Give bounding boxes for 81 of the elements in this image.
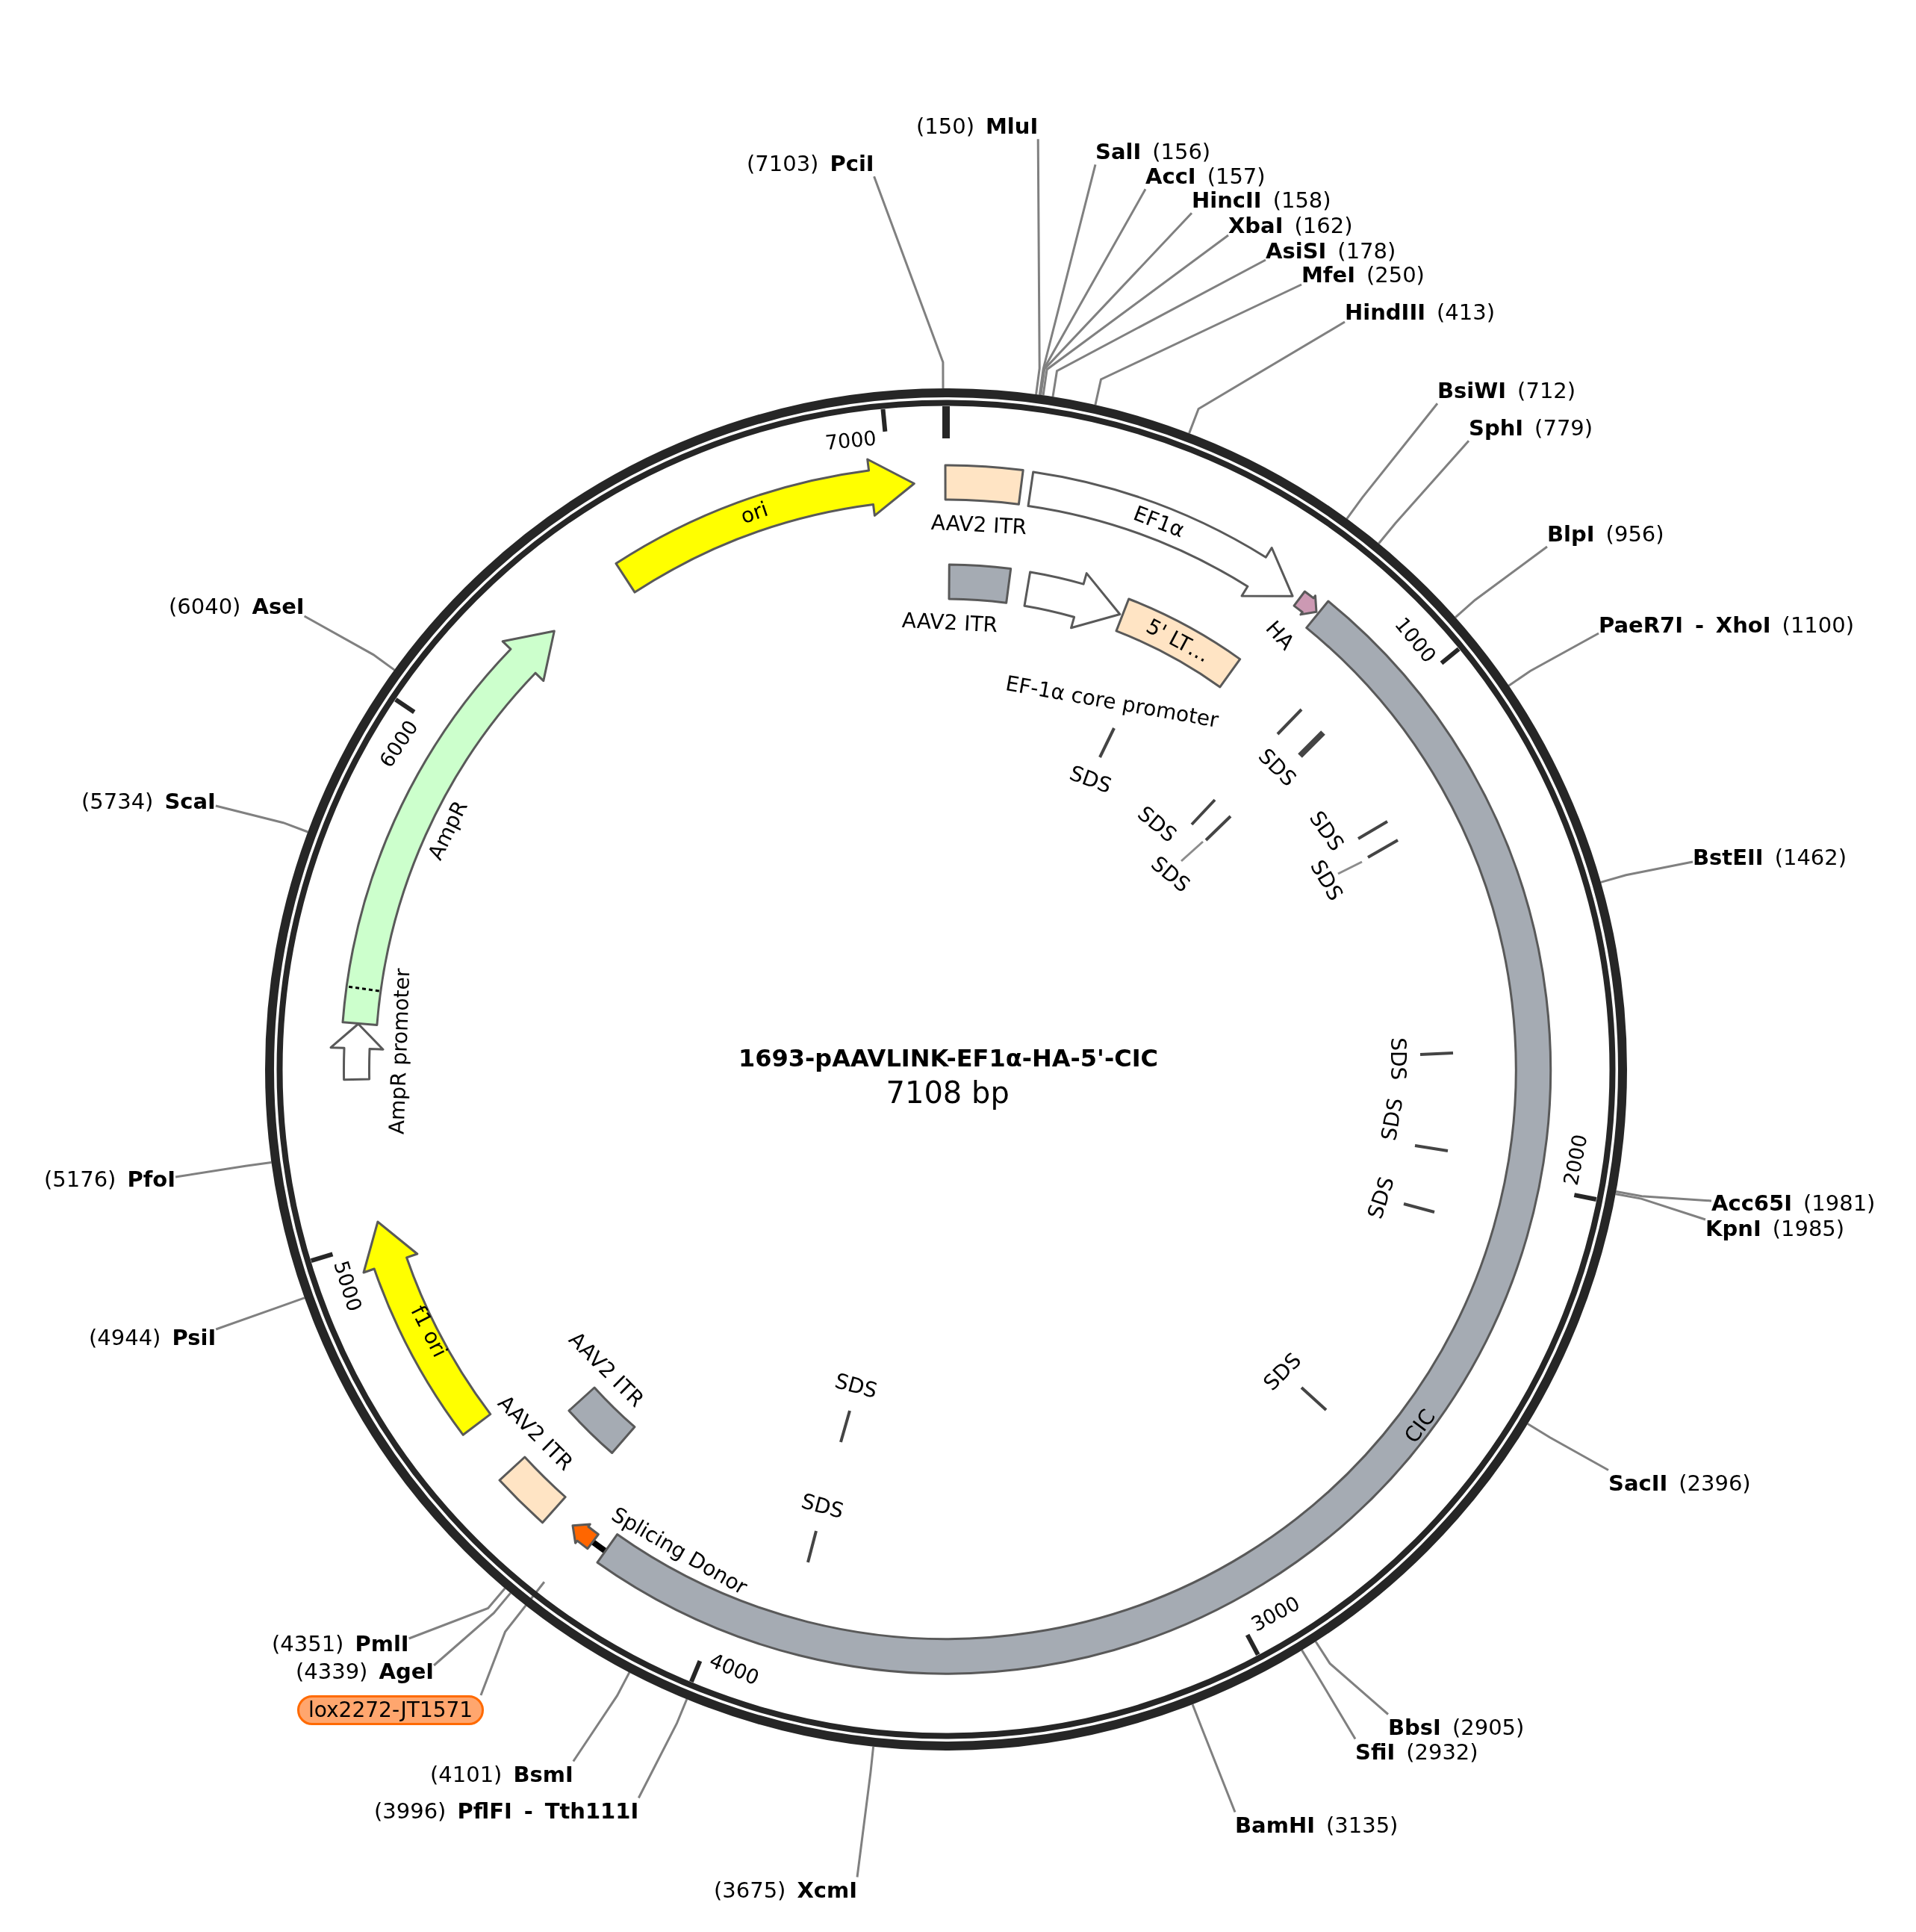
feature-label: EF1α [1130,500,1188,544]
restriction-site-label: PaeR7I - XhoI (1100) [1599,612,1854,639]
feature-label: SDS [1362,1173,1399,1223]
feature-tag: lox2272-JT1571 [297,1695,485,1725]
plasmid-length: 7108 bp [886,1075,1010,1111]
restriction-site-label: BamHI (3135) [1235,1812,1399,1839]
restriction-site-label: BstEII (1462) [1693,844,1847,871]
restriction-site-label: Acc65I (1981) [1711,1190,1876,1217]
leader-line [1094,283,1302,406]
ruler-number: 7000 [824,426,878,456]
leader-line [1314,1641,1389,1715]
restriction-site-label: (150) MluI [916,113,1039,140]
feature-label: HA [1260,615,1300,655]
restriction-site-label: (5176) PfoI [44,1166,176,1193]
restriction-site-label: SacII (2396) [1608,1470,1751,1497]
feature-label: SDS [1146,851,1195,898]
feature-label: ori [737,496,771,529]
restriction-site-label: (4339) AgeI [296,1658,435,1685]
restriction-site-label: HindIII (413) [1345,299,1495,326]
leader-line [175,1161,272,1178]
feature-label: SDS [1066,760,1116,799]
leader-line [1038,164,1097,395]
restriction-site-label: (6040) AseI [169,593,305,620]
leader-line [1035,139,1041,395]
leader-line [1188,320,1346,434]
leader-line [479,1581,546,1696]
leader-line [215,1296,305,1331]
restriction-site-label: (4101) BsmI [430,1761,573,1788]
feature-label: 5' LT… [1142,613,1215,668]
leader-line [303,615,396,671]
leader-line [1455,545,1548,618]
restriction-site-label: BsiWI (712) [1437,377,1576,404]
feature-label: SDS [1375,1096,1408,1143]
restriction-site-label: (3996) PflFI - Tth111I [374,1798,639,1824]
restriction-site-label: SphI (779) [1469,414,1593,441]
leader-line [1346,403,1439,520]
leader-line [1039,188,1147,395]
leader-line [572,1671,631,1762]
restriction-site-label: KpnI (1985) [1705,1215,1845,1242]
leader-line [1039,212,1193,396]
feature-label: EF-1α core promoter [1004,671,1221,733]
leader-line [1600,860,1693,883]
leader-line [1301,1649,1357,1740]
restriction-site-label: (5734) ScaI [81,788,216,815]
restriction-site-label: (7103) PciI [747,150,874,177]
leader-line [215,804,308,833]
leader-line [873,176,945,388]
feature-label: f1 ori [405,1301,452,1361]
leader-line [1378,440,1470,544]
leader-line [1051,258,1266,397]
leader-line [1615,1190,1712,1202]
restriction-site-label: (4351) PmlI [272,1630,409,1657]
feature-label: AAV2 ITR [930,509,1027,540]
restriction-site-label: BbsI (2905) [1388,1714,1525,1741]
restriction-site-label: (4944) PsiI [89,1324,217,1351]
leader-line [1527,1423,1609,1471]
plasmid-name: 1693-pAAVLINK-EF1α-HA-5'-CIC [738,1044,1159,1073]
leader-line [1191,1703,1237,1813]
feature-label: AmpR promoter [384,968,415,1135]
ruler-number: 2000 [1558,1132,1593,1188]
feature-label: SDS [833,1368,880,1404]
feature-label: SDS [799,1488,847,1524]
leader-line [1615,1193,1706,1221]
restriction-site-label: SfiI (2932) [1355,1739,1478,1765]
leader-line [408,1587,506,1640]
leader-line [637,1698,688,1799]
leader-line [1508,632,1599,687]
feature-label: SDS [1385,1037,1410,1081]
leader-line [856,1746,875,1877]
ruler-number: 4000 [706,1648,762,1691]
leader-line [433,1592,511,1667]
feature-label: SDS [1133,801,1182,848]
feature-label: CIC [1399,1404,1440,1448]
restriction-site-label: (3675) XcmI [714,1877,857,1904]
ruler-number: 5000 [329,1258,367,1314]
restriction-site-label: XbaI (162) [1228,212,1353,239]
leader-line [1042,234,1229,396]
restriction-site-label: SalI (156) [1095,138,1211,165]
restriction-site-label: BlpI (956) [1547,521,1664,547]
connector-bar [591,1539,607,1553]
feature-label: AAV2 ITR [901,607,998,638]
